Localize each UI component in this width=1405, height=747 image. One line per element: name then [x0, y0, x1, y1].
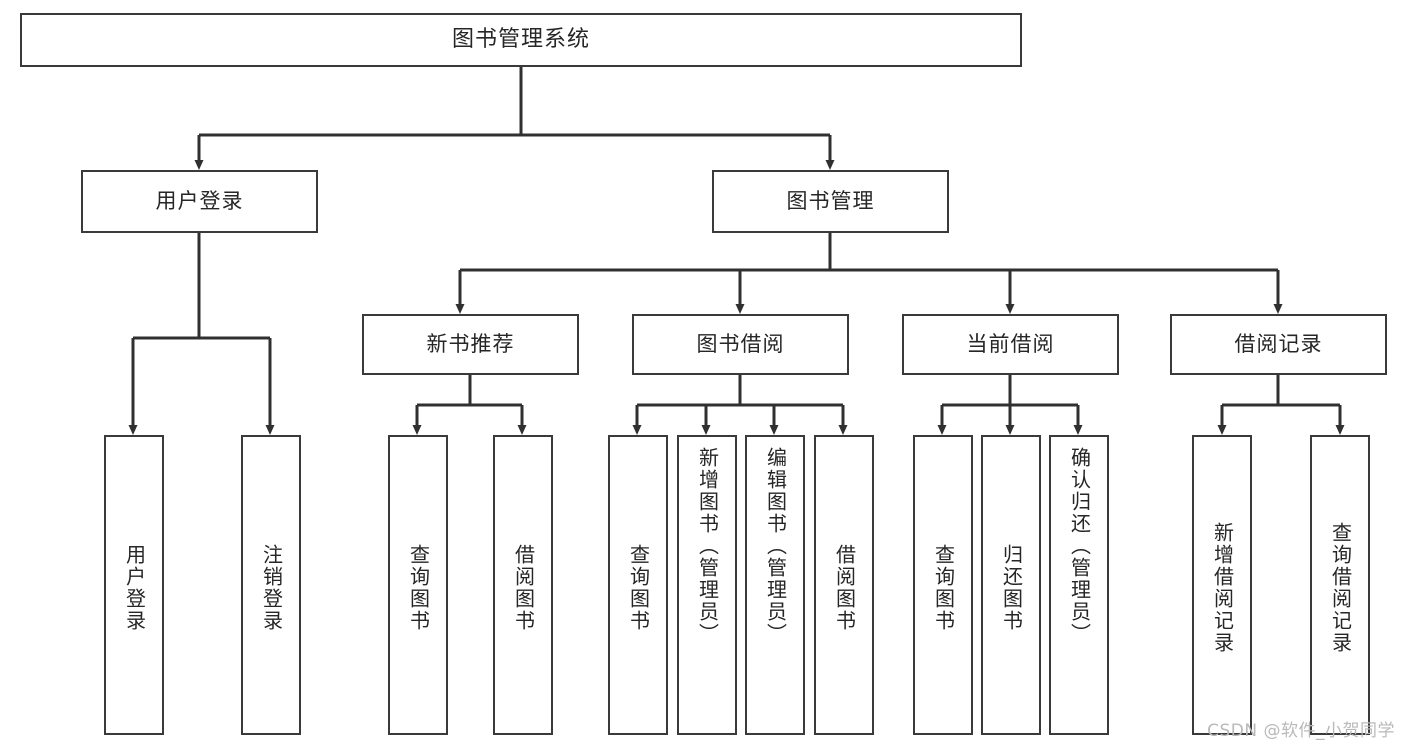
leaf-label: 查询借阅记录 [1328, 522, 1353, 654]
leaf-content: 注销登录 [243, 443, 299, 733]
leaf-label: 借阅图书 [832, 544, 857, 632]
leaf-user-login-login[interactable]: 用户登录 [104, 435, 164, 735]
leaf-new-book-borrow[interactable]: 借阅图书 [493, 435, 553, 735]
leaf-content: 查询借阅记录 [1312, 443, 1368, 733]
leaf-current-borrow-query[interactable]: 查询图书 [913, 435, 973, 735]
leaf-book-borrow-add[interactable]: 新增图书（管理员） [677, 435, 737, 735]
node-new-book-recommend[interactable]: 新书推荐 [362, 314, 579, 375]
node-book-borrow[interactable]: 图书借阅 [632, 314, 849, 375]
leaf-book-borrow-edit[interactable]: 编辑图书（管理员） [745, 435, 805, 735]
leaf-borrow-record-add[interactable]: 新增借阅记录 [1192, 435, 1252, 735]
leaf-content: 查询图书 [610, 443, 666, 733]
node-label: 图书借阅 [696, 331, 785, 356]
node-root-system[interactable]: 图书管理系统 [20, 13, 1022, 67]
leaf-user-login-logout[interactable]: 注销登录 [241, 435, 301, 735]
leaf-content: 编辑图书（管理员） [747, 443, 803, 737]
node-label: 借阅记录 [1234, 331, 1323, 356]
node-label: 图书管理 [786, 188, 875, 213]
leaf-borrow-record-query[interactable]: 查询借阅记录 [1310, 435, 1370, 735]
leaf-label: 确认归还（管理员） [1067, 447, 1092, 645]
leaf-content: 归还图书 [983, 443, 1039, 733]
leaf-current-borrow-confirm[interactable]: 确认归还（管理员） [1049, 435, 1109, 735]
node-label: 图书管理系统 [451, 26, 590, 52]
leaf-content: 借阅图书 [816, 443, 872, 733]
leaf-label: 查询图书 [626, 544, 651, 632]
csdn-watermark: CSDN @软件_小贺同学 [1207, 721, 1395, 741]
leaf-content: 用户登录 [106, 443, 162, 733]
leaf-label: 用户登录 [122, 544, 147, 632]
node-label: 新书推荐 [426, 331, 515, 356]
leaf-label: 查询图书 [931, 544, 956, 632]
leaf-book-borrow-lend[interactable]: 借阅图书 [814, 435, 874, 735]
leaf-label: 查询图书 [406, 544, 431, 632]
leaf-content: 确认归还（管理员） [1051, 443, 1107, 737]
leaf-label: 新增借阅记录 [1210, 522, 1235, 654]
leaf-content: 新增图书（管理员） [679, 443, 735, 737]
leaf-label: 编辑图书（管理员） [763, 447, 788, 645]
node-user-login[interactable]: 用户登录 [81, 170, 318, 233]
leaf-book-borrow-query[interactable]: 查询图书 [608, 435, 668, 735]
leaf-current-borrow-return[interactable]: 归还图书 [981, 435, 1041, 735]
leaf-label: 借阅图书 [511, 544, 536, 632]
leaf-content: 查询图书 [915, 443, 971, 733]
leaf-content: 查询图书 [390, 443, 446, 733]
node-label: 当前借阅 [966, 331, 1055, 356]
node-borrow-record[interactable]: 借阅记录 [1170, 314, 1387, 375]
leaf-content: 新增借阅记录 [1194, 443, 1250, 733]
node-book-manage[interactable]: 图书管理 [712, 170, 949, 233]
leaf-new-book-query[interactable]: 查询图书 [388, 435, 448, 735]
leaf-label: 新增图书（管理员） [695, 447, 720, 645]
node-label: 用户登录 [155, 188, 244, 213]
leaf-content: 借阅图书 [495, 443, 551, 733]
node-current-borrow[interactable]: 当前借阅 [902, 314, 1119, 375]
leaf-label: 注销登录 [259, 544, 284, 632]
leaf-label: 归还图书 [999, 544, 1024, 632]
